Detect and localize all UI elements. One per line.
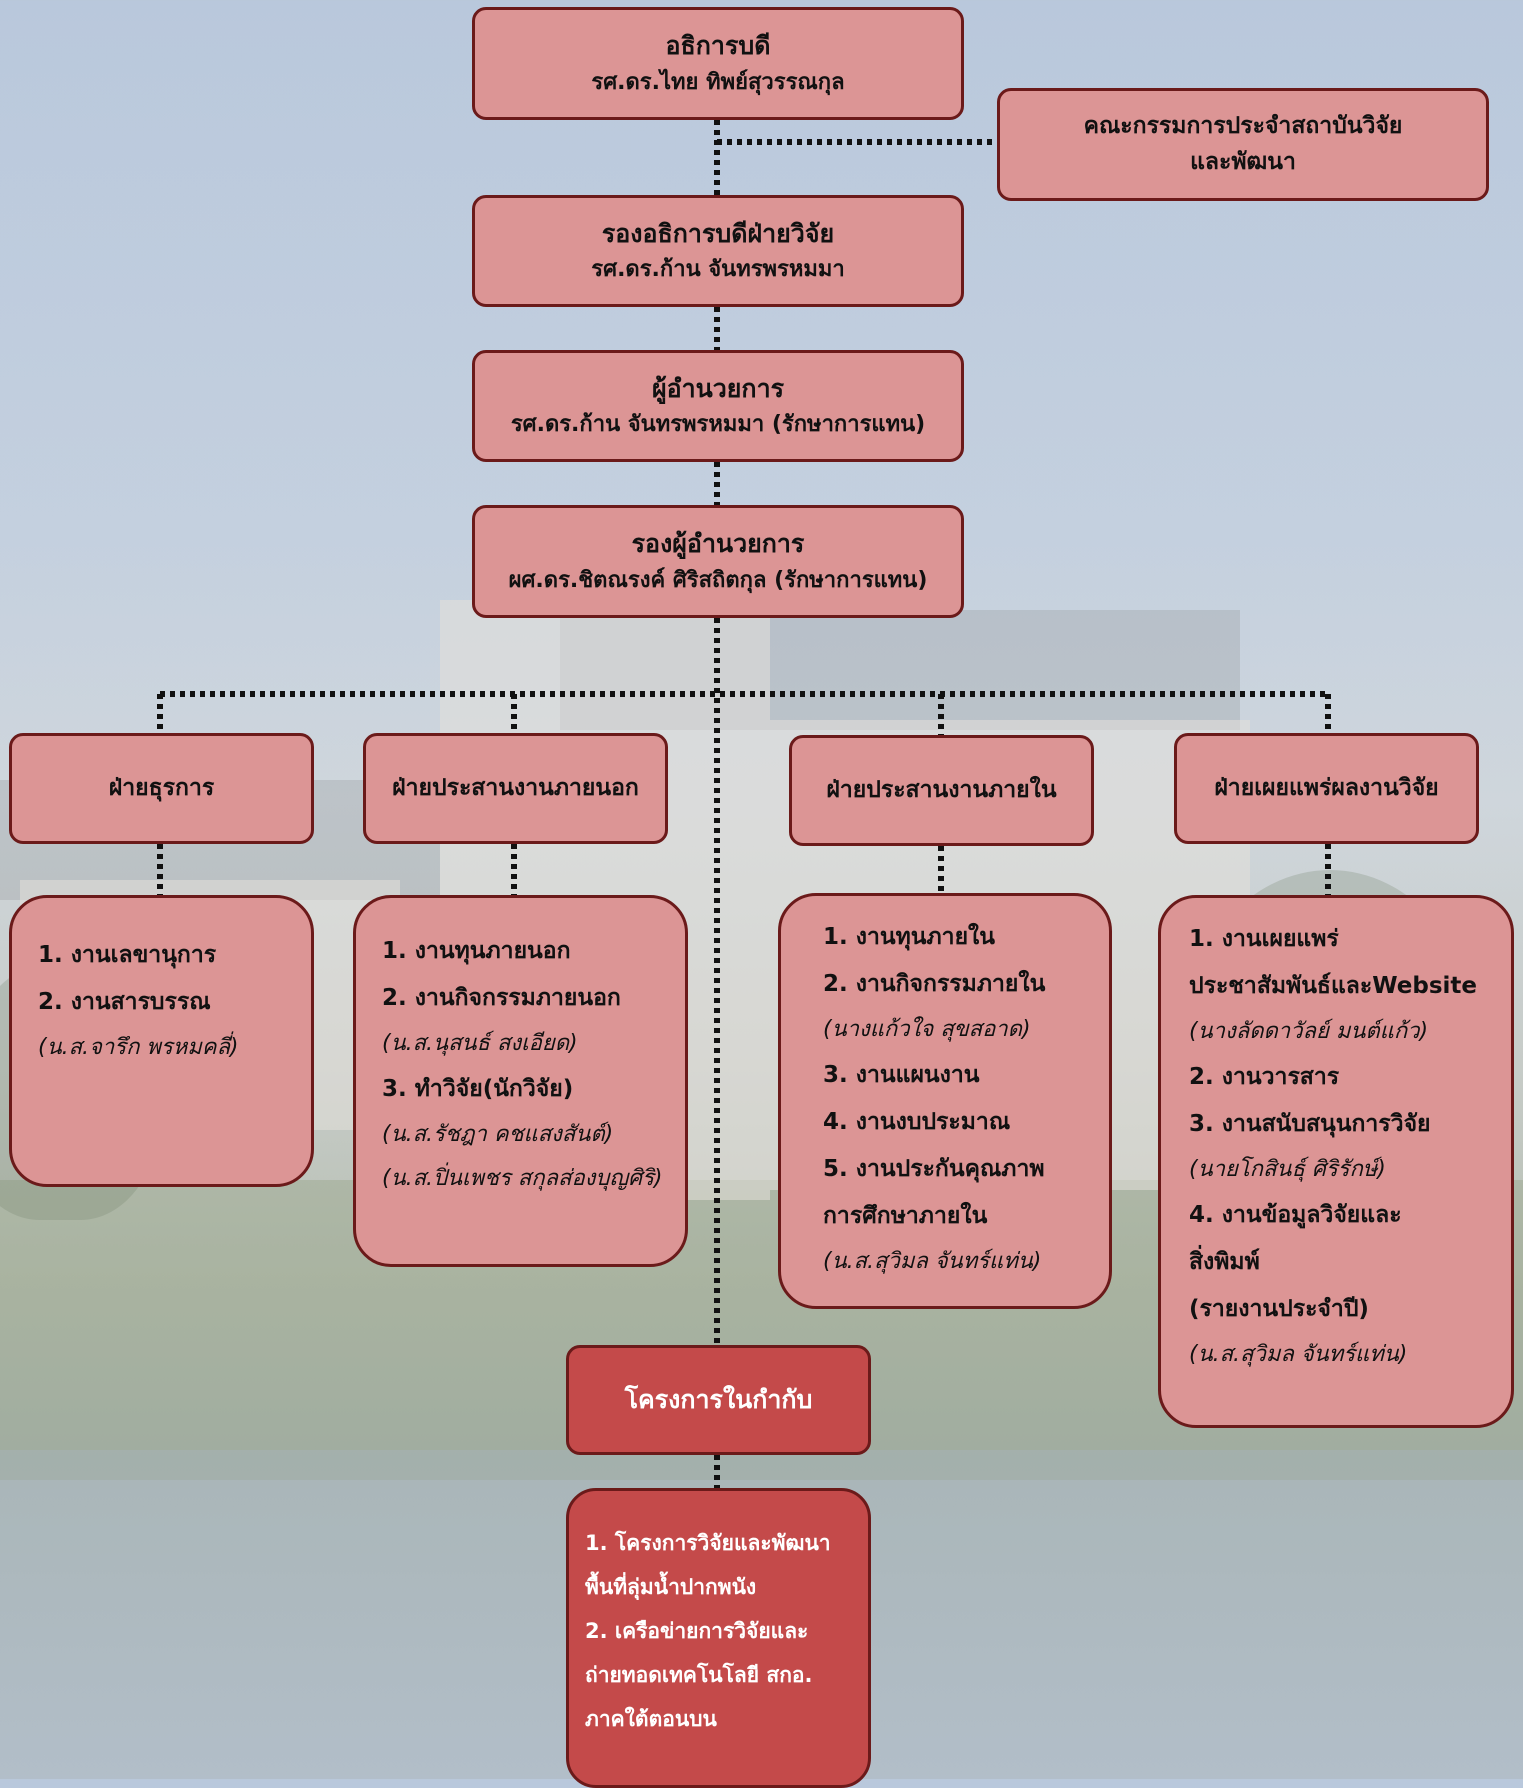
director-title: อธิการบดี bbox=[665, 31, 771, 61]
list-item-person: (น.ส.จารึก พรหมคลี่) bbox=[38, 1035, 239, 1060]
division-list-external: 1. งานทุนภายนอก 2. งานกิจกรรมภายนอก (น.ส… bbox=[353, 895, 688, 1267]
list-item: สิ่งพิมพ์ bbox=[1189, 1249, 1260, 1275]
list-item: (รายงานประจำปี) bbox=[1189, 1296, 1369, 1322]
director-box: อธิการบดี รศ.ดร.ไทย ทิพย์สุวรรณกุล bbox=[472, 7, 964, 120]
list-item: 1. งานทุนภายนอก bbox=[382, 938, 571, 964]
manager-title: ผู้อำนวยการ bbox=[651, 373, 785, 403]
division-title: ฝ่ายธุรการ bbox=[108, 774, 215, 801]
vice-director-box: รองอธิการบดีฝ่ายวิจัย รศ.ดร.ก้าน จันทรพร… bbox=[472, 195, 964, 307]
list-item: 3. ทำวิจัย(นักวิจัย) bbox=[382, 1076, 574, 1102]
vice-director-name: รศ.ดร.ก้าน จันทรพรหมมา bbox=[591, 257, 845, 283]
list-item-person: (นางแก้วใจ สุขสอาด) bbox=[823, 1017, 1031, 1042]
division-header-internal: ฝ่ายประสานงานภายใน bbox=[789, 735, 1094, 846]
division-header-dissemination: ฝ่ายเผยแพร่ผลงานวิจัย bbox=[1174, 733, 1479, 844]
manager-box: ผู้อำนวยการ รศ.ดร.ก้าน จันทรพรหมมา (รักษ… bbox=[472, 350, 964, 462]
division-header-admin: ฝ่ายธุรการ bbox=[9, 733, 314, 844]
list-item-person: (น.ส.รัชฎา คชแสงสันต์) bbox=[382, 1122, 614, 1147]
projects-title: โครงการในกำกับ bbox=[624, 1384, 813, 1414]
list-item-person: (น.ส.นุสนธ์ สงเอียด) bbox=[382, 1031, 578, 1056]
list-item: พื้นที่ลุ่มน้ำปากพนัง bbox=[585, 1575, 757, 1599]
committee-box: คณะกรรมการประจำสถาบันวิจัย และพัฒนา bbox=[997, 88, 1489, 201]
list-item: 1. งานทุนภายใน bbox=[823, 924, 996, 950]
list-item-person: (น.ส.สุวิมล จันทร์แท่น) bbox=[823, 1249, 1042, 1274]
list-item: 5. งานประกันคุณภาพ bbox=[823, 1156, 1045, 1182]
list-item: 1. งานเผยแพร่ bbox=[1189, 926, 1339, 952]
list-item: 4. งานงบประมาณ bbox=[823, 1109, 1011, 1135]
list-item: 1. งานเลขานุการ bbox=[38, 942, 217, 968]
list-item: ภาคใต้ตอนบน bbox=[585, 1707, 717, 1731]
list-item: 4. งานข้อมูลวิจัยและ bbox=[1189, 1202, 1402, 1228]
committee-line1: คณะกรรมการประจำสถาบันวิจัย bbox=[1083, 112, 1403, 139]
list-item: การศึกษาภายใน bbox=[823, 1203, 988, 1229]
list-item-person: (นางลัดดาวัลย์ มนต์แก้ว) bbox=[1189, 1019, 1429, 1044]
division-title: ฝ่ายเผยแพร่ผลงานวิจัย bbox=[1214, 774, 1439, 801]
list-item-person: (น.ส.ปิ่นเพชร สกุลส่องบุญศิริ) bbox=[382, 1166, 663, 1191]
list-item: 2. งานสารบรรณ bbox=[38, 989, 211, 1015]
list-item: ถ่ายทอดเทคโนโลยี สกอ. bbox=[585, 1663, 813, 1687]
list-item: 2. งานกิจกรรมภายนอก bbox=[382, 985, 621, 1011]
committee-line2: และพัฒนา bbox=[1190, 148, 1296, 175]
list-item: 2. เครือข่ายการวิจัยและ bbox=[585, 1619, 809, 1643]
deputy-manager-name: ผศ.ดร.ชิตณรงค์ ศิริสถิตกุล (รักษาการแทน) bbox=[508, 567, 928, 593]
division-title: ฝ่ายประสานงานภายใน bbox=[826, 776, 1057, 803]
director-name: รศ.ดร.ไทย ทิพย์สุวรรณกุล bbox=[591, 69, 845, 95]
vice-director-title: รองอธิการบดีฝ่ายวิจัย bbox=[601, 218, 835, 248]
deputy-manager-title: รองผู้อำนวยการ bbox=[631, 529, 805, 559]
projects-list: 1. โครงการวิจัยและพัฒนา พื้นที่ลุ่มน้ำปา… bbox=[566, 1488, 871, 1788]
list-item-person: (นายโกสินธุ์ ศิริรักษ์) bbox=[1189, 1157, 1386, 1182]
list-item: 2. งานวารสาร bbox=[1189, 1064, 1340, 1090]
list-item: 2. งานกิจกรรมภายใน bbox=[823, 971, 1046, 997]
division-header-external: ฝ่ายประสานงานภายนอก bbox=[363, 733, 668, 844]
manager-name: รศ.ดร.ก้าน จันทรพรหมมา (รักษาการแทน) bbox=[510, 412, 926, 438]
division-list-admin: 1. งานเลขานุการ 2. งานสารบรรณ (น.ส.จารึก… bbox=[9, 895, 314, 1187]
division-list-dissemination: 1. งานเผยแพร่ ประชาสัมพันธ์และWebsite (น… bbox=[1158, 895, 1514, 1428]
division-list-internal: 1. งานทุนภายใน 2. งานกิจกรรมภายใน (นางแก… bbox=[778, 893, 1112, 1309]
deputy-manager-box: รองผู้อำนวยการ ผศ.ดร.ชิตณรงค์ ศิริสถิตกุ… bbox=[472, 505, 964, 618]
division-title: ฝ่ายประสานงานภายนอก bbox=[392, 774, 639, 801]
list-item: 3. งานสนับสนุนการวิจัย bbox=[1189, 1111, 1431, 1137]
list-item-person: (น.ส.สุวิมล จันทร์แท่น) bbox=[1189, 1342, 1408, 1367]
projects-header: โครงการในกำกับ bbox=[566, 1345, 871, 1455]
list-item: 3. งานแผนงาน bbox=[823, 1062, 980, 1088]
list-item: ประชาสัมพันธ์และWebsite bbox=[1189, 973, 1478, 999]
list-item: 1. โครงการวิจัยและพัฒนา bbox=[585, 1531, 831, 1555]
